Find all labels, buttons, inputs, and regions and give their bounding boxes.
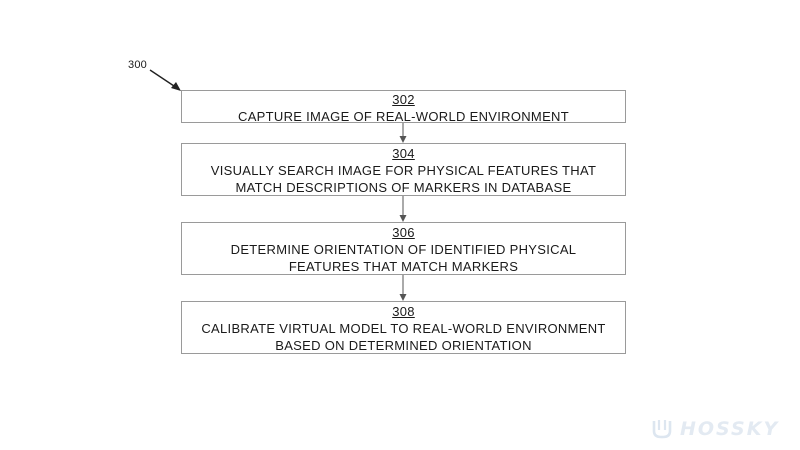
figure-reference-number: 300: [128, 59, 147, 71]
step-number: 306: [392, 225, 415, 240]
watermark-text: HOSSKY: [680, 418, 780, 440]
step-box-302: 302 CAPTURE IMAGE OF REAL-WORLD ENVIRONM…: [181, 90, 626, 124]
watermark: HOSSKY: [650, 418, 779, 440]
step-box-308: 308 CALIBRATE VIRTUAL MODEL TO REAL-WORL…: [181, 301, 626, 354]
step-text: VISUALLY SEARCH IMAGE FOR PHYSICAL FEATU…: [210, 163, 597, 195]
step-text: DETERMINE ORIENTATION OF IDENTIFIED PHYS…: [230, 242, 577, 274]
step-text: CAPTURE IMAGE OF REAL-WORLD ENVIRONMENT: [238, 109, 569, 124]
step-number: 308: [392, 304, 415, 319]
step-box-306: 306 DETERMINE ORIENTATION OF IDENTIFIED …: [181, 222, 626, 275]
flow-arrow-icon: [399, 196, 407, 222]
step-box-304: 304 VISUALLY SEARCH IMAGE FOR PHYSICAL F…: [181, 143, 626, 196]
step-text: CALIBRATE VIRTUAL MODEL TO REAL-WORLD EN…: [201, 321, 606, 353]
flow-arrow-icon: [399, 275, 407, 301]
flow-arrow-icon: [399, 123, 407, 143]
step-number: 304: [392, 146, 415, 161]
hossky-logo-icon: [652, 420, 672, 439]
reference-pointer-arrow-icon: [149, 69, 181, 91]
step-number: 302: [392, 92, 415, 107]
